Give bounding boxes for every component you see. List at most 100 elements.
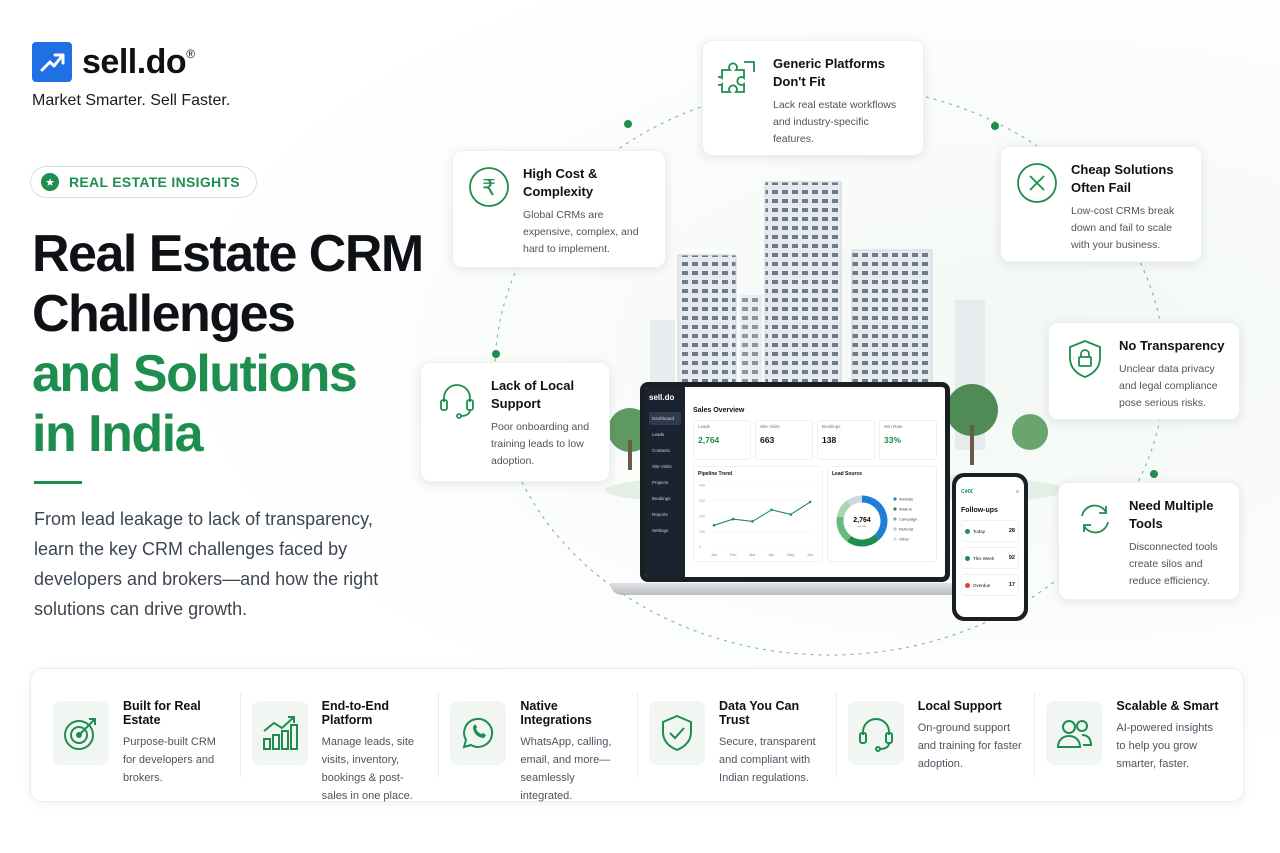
users-icon: [1046, 701, 1103, 765]
dashboard-screen: sell.do Dashboard Leads Contacts Site Vi…: [645, 387, 945, 577]
feature-desc: Secure, transparent and compliant with I…: [719, 736, 816, 784]
close-circle-icon: [1015, 161, 1059, 205]
title-line-4: in India: [32, 405, 204, 463]
headset-icon: [847, 701, 904, 765]
phone-header: Cıl€€ ≡: [961, 489, 1019, 495]
feature-title: Data You Can Trust: [719, 699, 800, 727]
y-tick-label: 400: [699, 484, 705, 488]
legend-swatch: [893, 507, 897, 511]
x-tick-label: Jan: [711, 553, 717, 557]
star-icon: ★: [41, 173, 59, 191]
pipeline-point: [712, 524, 716, 527]
feature-title: End-to-End Platform: [321, 699, 390, 727]
sidebar-item-dashboard[interactable]: Dashboard: [649, 412, 681, 425]
laptop-mockup: sell.do Dashboard Leads Contacts Site Vi…: [640, 382, 950, 582]
x-tick-label: Apr: [769, 553, 776, 557]
title-line-2: Challenges: [32, 285, 296, 343]
lead-source-donut-chart: 2,764LeadsWebsiteWalk-inCampaignReferral…: [836, 495, 917, 547]
sidebar-item-reports[interactable]: Reports: [652, 512, 668, 517]
pipeline-point: [770, 508, 773, 512]
y-tick-label: 0: [699, 546, 701, 550]
lead-source-title: Lead Source: [832, 471, 863, 477]
page-title: Real Estate CRM Challenges and Solutions…: [32, 224, 432, 464]
shield-check-icon: [649, 701, 706, 765]
pipeline-point: [731, 517, 735, 521]
card-title: Cheap Solutions Often Fail: [1071, 162, 1174, 195]
headset-icon: [435, 377, 479, 421]
menu-icon[interactable]: ≡: [1016, 489, 1019, 495]
x-tick-label: May: [787, 553, 794, 557]
legend-label: Campaign: [899, 516, 917, 521]
feature-title: Scalable & Smart: [1116, 699, 1219, 713]
y-tick-label: 200: [699, 515, 705, 519]
card-desc: Global CRMs are expensive, complex, and …: [523, 209, 639, 255]
pipeline-point: [751, 520, 754, 523]
x-tick-label: Feb: [730, 553, 737, 557]
rupee-icon: ₹: [467, 165, 511, 209]
whatsapp-icon: [450, 701, 507, 765]
donut-slice: [836, 500, 852, 518]
pipeline-trend-title: Pipeline Trend: [698, 471, 733, 477]
feature-desc: Purpose-built CRM for developers and bro…: [123, 736, 216, 784]
status-dot-icon: [965, 582, 970, 588]
sidebar-item-settings[interactable]: Settings: [652, 528, 669, 533]
intro-paragraph: From lead leakage to lack of transparenc…: [34, 509, 379, 619]
card-title: Lack of Local Support: [491, 378, 575, 411]
laptop-base: [610, 583, 980, 595]
feature-title: Native Integrations: [520, 699, 592, 727]
card-title: Need Multiple Tools: [1129, 498, 1214, 531]
svg-text:₹: ₹: [482, 176, 496, 201]
donut-center-label: Leads: [858, 524, 867, 528]
feature-title: Built for Real Estate: [123, 699, 201, 727]
orbit-dot: [991, 122, 999, 130]
sidebar-item-contacts[interactable]: Contacts: [652, 448, 670, 453]
feature-desc: WhatsApp, calling, email, and more—seaml…: [520, 736, 612, 802]
sidebar-item-projects[interactable]: Projects: [652, 480, 669, 485]
brand-logo[interactable]: sell.do®: [32, 42, 195, 82]
card-desc: Unclear data privacy and legal complianc…: [1119, 363, 1218, 409]
donut-center-value: 2,764: [853, 517, 871, 524]
orbit-dot: [1150, 470, 1158, 478]
sidebar-item-bookings[interactable]: Bookings: [652, 496, 671, 501]
legend-label: Other: [899, 536, 910, 541]
feature-desc: On-ground support and training for faste…: [917, 722, 1022, 770]
card-desc: Low-cost CRMs break down and fail to sca…: [1071, 205, 1175, 251]
card-title: Generic Platforms Don't Fit: [773, 56, 885, 89]
category-badge-label: REAL ESTATE INSIGHTS: [69, 174, 240, 190]
category-badge: ★ REAL ESTATE INSIGHTS: [30, 166, 257, 198]
card-desc: Poor onboarding and training leads to lo…: [491, 421, 590, 467]
pipeline-series-line: [713, 501, 811, 526]
trend-arrow-icon: [32, 42, 72, 82]
phone-brand: Cıl€€: [961, 489, 973, 495]
pipeline-point: [808, 500, 812, 504]
donut-slice: [847, 534, 880, 547]
legend-swatch: [893, 527, 897, 531]
y-tick-label: 100: [699, 530, 705, 534]
legend-swatch: [893, 517, 897, 521]
sidebar-item-leads[interactable]: Leads: [652, 432, 665, 437]
legend-label: Website: [899, 496, 914, 501]
sidebar-item-site-visits[interactable]: Site Visits: [652, 464, 672, 469]
card-desc: Lack real estate workflows and industry-…: [773, 99, 897, 145]
